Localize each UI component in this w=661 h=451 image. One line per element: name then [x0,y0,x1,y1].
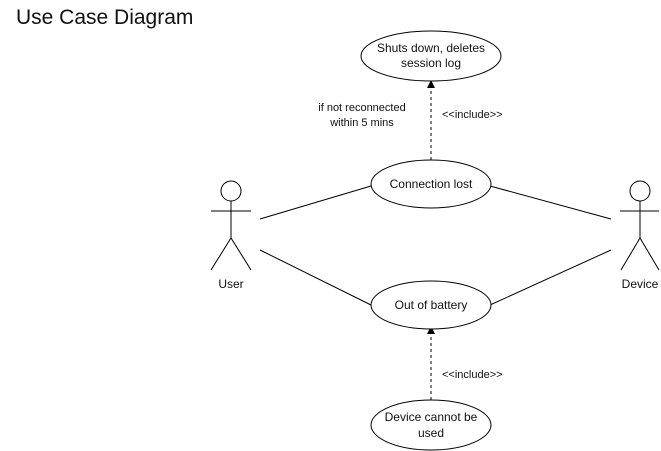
use-case-out-of-battery-label: Out of battery [395,298,468,312]
use-case-shutdown-label-line1: Shuts down, deletes [377,41,485,55]
actor-user-figure [210,180,252,271]
use-case-shutdown-ellipse [360,30,502,82]
association-user-out-of-battery [259,249,372,306]
use-case-device-unusable[interactable]: Device cannot be used [370,399,492,451]
use-case-device-unusable-label-line1: Device cannot be [385,410,478,424]
use-case-shutdown[interactable]: Shuts down, deletes session log [360,30,502,82]
condition-label-line2: within 5 mins [329,117,394,129]
use-case-connection-lost-ellipse [370,159,492,209]
use-case-shutdown-label-line2: session log [401,56,461,70]
actor-device-figure [620,180,660,271]
actor-device-label: Device [622,277,659,291]
use-case-out-of-battery[interactable]: Out of battery [370,280,492,330]
actor-user-label: User [218,277,243,291]
condition-label-line1: if not reconnected [318,102,405,114]
association-user-connection-lost [259,185,372,220]
actor-user[interactable]: User [210,180,252,291]
use-case-device-unusable-label-line2: used [418,426,444,440]
actor-device[interactable]: Device [620,180,660,291]
page-title: Use Case Diagram [16,6,194,29]
use-case-connection-lost-label: Connection lost [390,177,473,191]
include-label-bottom: <<include>> [442,369,503,381]
use-case-out-of-battery-ellipse [370,280,492,330]
association-device-connection-lost [489,185,612,220]
use-case-connection-lost[interactable]: Connection lost [370,159,492,209]
use-case-device-unusable-ellipse [370,399,492,451]
include-label-top: <<include>> [442,109,503,121]
association-device-out-of-battery [489,249,612,306]
